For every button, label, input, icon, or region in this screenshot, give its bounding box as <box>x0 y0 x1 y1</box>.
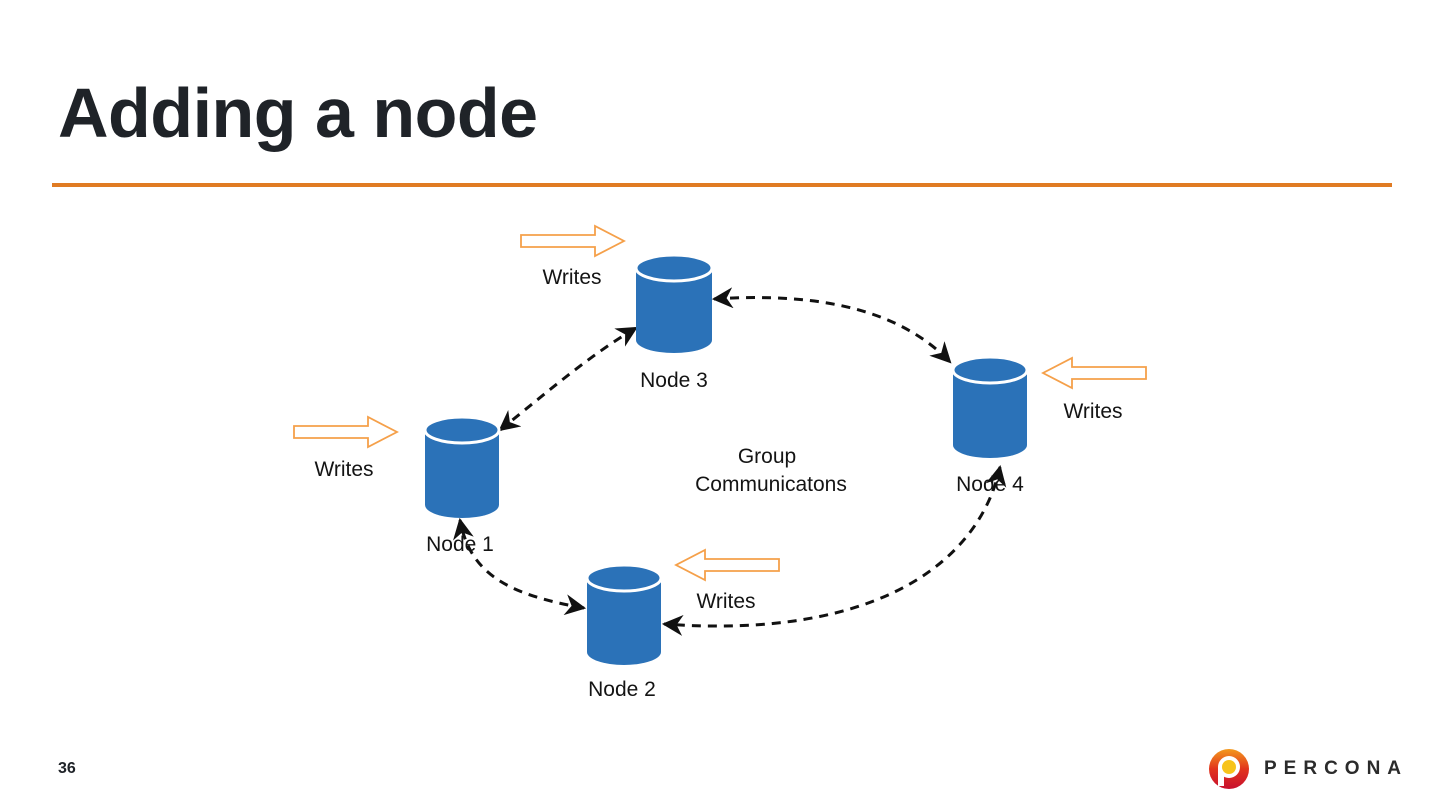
title-divider <box>52 183 1392 187</box>
node2-writes-label: Writes <box>696 590 755 613</box>
node3-writes-arrow-icon <box>520 224 626 258</box>
percona-logo-text: PERCONA <box>1264 758 1409 779</box>
percona-logo: PERCONA <box>1208 748 1408 790</box>
node3-database-icon[interactable] <box>634 253 714 353</box>
page-number: 36 <box>58 760 76 777</box>
node3-label: Node 3 <box>640 369 708 392</box>
node4-label: Node 4 <box>956 473 1024 496</box>
node1-database-icon[interactable] <box>423 415 501 518</box>
link-node4-node2 <box>661 464 1007 636</box>
node1-writes-arrow-icon <box>293 415 399 449</box>
group-communications-label-line2: Communicatons <box>695 473 847 496</box>
node4-writes-label: Writes <box>1063 400 1122 423</box>
group-communications-label-line1: Group <box>738 445 796 468</box>
link-node2-node1 <box>453 517 587 616</box>
node1-label: Node 1 <box>426 533 494 556</box>
node1-writes-label: Writes <box>314 458 373 481</box>
node2-label: Node 2 <box>588 678 656 701</box>
node2-writes-arrow-icon <box>674 548 780 582</box>
slide-title: Adding a node <box>58 74 538 152</box>
node2-database-icon[interactable] <box>585 563 663 665</box>
node4-writes-arrow-icon <box>1041 356 1147 390</box>
node3-writes-label: Writes <box>542 266 601 289</box>
link-node3-node4 <box>711 287 952 364</box>
link-node1-node3 <box>498 326 638 432</box>
percona-logo-icon <box>1209 749 1249 789</box>
node4-database-icon[interactable] <box>951 355 1029 458</box>
